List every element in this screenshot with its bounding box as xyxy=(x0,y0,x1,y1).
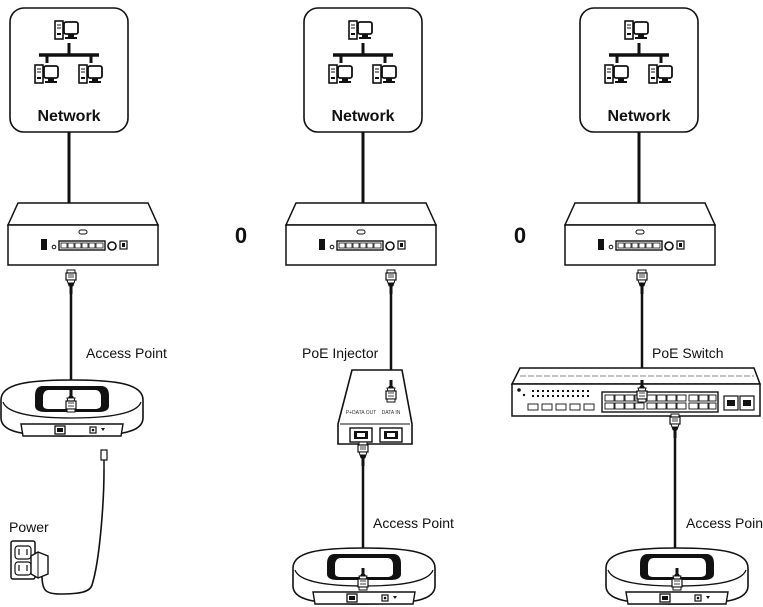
router-3 xyxy=(565,203,715,265)
injector-port-poe-label: P+DATA OUT xyxy=(346,410,377,416)
separator-2: 0 xyxy=(514,223,526,248)
poe-injector: P+DATA OUT DATA IN xyxy=(338,370,412,444)
column-1: Network Access Point Power xyxy=(1,8,167,594)
network-label-1: Network xyxy=(37,108,100,125)
poe-switch-label: PoE Switch xyxy=(652,345,724,361)
access-point-label-3: Access Point xyxy=(686,515,763,531)
network-label-3: Network xyxy=(607,108,670,125)
column-3: Network PoE Switch xyxy=(512,8,763,604)
network-label-2: Network xyxy=(331,108,394,125)
power-label-1: Power xyxy=(9,519,49,535)
switch-connector-out xyxy=(670,414,680,438)
poe-injector-label: PoE Injector xyxy=(302,345,379,361)
access-point-label-1: Access Point xyxy=(86,345,167,361)
router-connector-3 xyxy=(637,270,647,294)
access-point-label-2: Access Point xyxy=(373,515,454,531)
router-connector-1 xyxy=(66,270,76,294)
injector-connector-out xyxy=(358,442,368,466)
separator-1: 0 xyxy=(235,223,247,248)
injector-port-data-label: DATA IN xyxy=(382,410,401,416)
router-2 xyxy=(286,203,436,265)
column-2: Network PoE Injector P+DATA OUT DATA IN … xyxy=(286,8,454,604)
router-1 xyxy=(8,203,158,265)
router-connector-2 xyxy=(386,270,396,294)
poe-switch xyxy=(512,368,760,416)
